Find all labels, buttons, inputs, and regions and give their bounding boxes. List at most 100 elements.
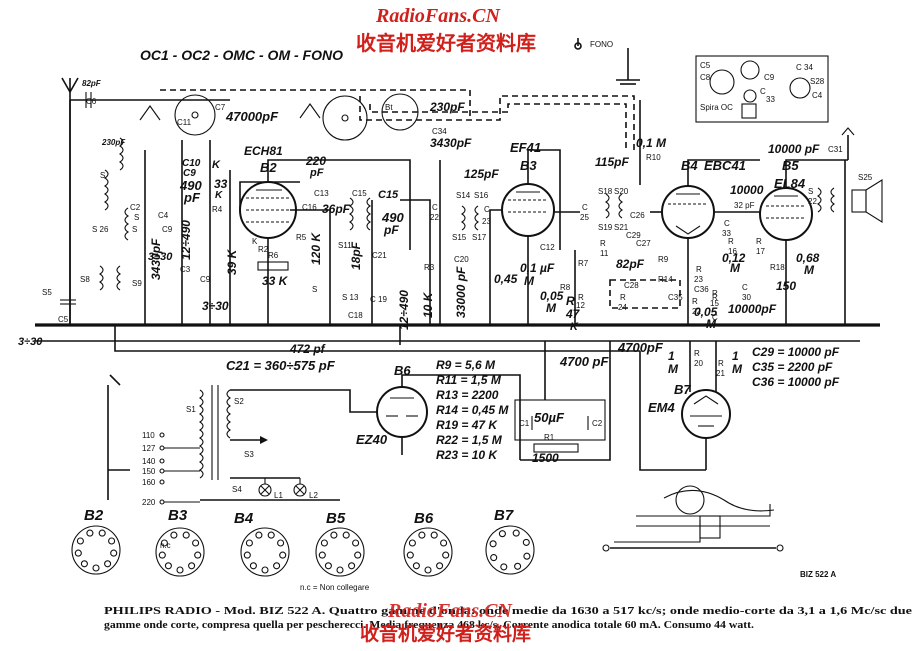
- socket-b6: [403, 527, 453, 577]
- svg-text:S5: S5: [42, 288, 52, 297]
- tap-160: 160: [142, 478, 156, 487]
- socket-pin: [324, 562, 332, 570]
- svg-text:R: R: [712, 293, 718, 302]
- svg-text:S9: S9: [132, 279, 142, 288]
- socket-pin: [194, 551, 202, 559]
- cap-c2: C2: [592, 419, 603, 428]
- svg-text:C3: C3: [180, 265, 191, 274]
- svg-text:1: 1: [732, 349, 739, 363]
- svg-text:S 26: S 26: [92, 225, 109, 234]
- socket-pin: [336, 566, 344, 574]
- svg-text:C15: C15: [352, 189, 367, 198]
- detector-section: 115pF S18 S20 C 25 S19 S21 C26 0,1 M R10…: [576, 136, 719, 331]
- socket-pin: [279, 551, 287, 559]
- svg-text:S: S: [132, 225, 137, 234]
- svg-text:R: R: [718, 359, 724, 368]
- socket-pin: [412, 562, 420, 570]
- svg-text:C6: C6: [86, 97, 97, 106]
- c21-note: C21 = 360÷575 pF: [226, 358, 336, 373]
- svg-text:0,1 µF: 0,1 µF: [520, 261, 555, 275]
- svg-text:10000: 10000: [730, 183, 764, 197]
- svg-text:C: C: [432, 203, 438, 212]
- svg-text:C12: C12: [540, 243, 555, 252]
- svg-text:C5: C5: [700, 61, 711, 70]
- socket-pin: [92, 564, 100, 572]
- socket-pin: [440, 539, 448, 547]
- svg-text:3÷30: 3÷30: [148, 251, 173, 263]
- svg-text:K: K: [570, 321, 579, 333]
- svg-text:11: 11: [600, 249, 609, 258]
- svg-text:S28: S28: [810, 77, 825, 86]
- svg-text:R: R: [756, 237, 762, 246]
- svg-text:17: 17: [756, 247, 765, 256]
- svg-text:M: M: [524, 274, 535, 288]
- wave-switch-top: C7 C11 Bt: [139, 89, 471, 141]
- svg-text:S14: S14: [456, 191, 471, 200]
- svg-text:S: S: [312, 285, 317, 294]
- socket-pin: [522, 538, 530, 546]
- output-section: 10000 pF C31 10000 32 pF C 33 R 16 0,12 …: [712, 127, 883, 322]
- tap-110: 110: [142, 431, 155, 440]
- socket-pin: [182, 531, 190, 539]
- svg-text:47: 47: [565, 307, 581, 321]
- svg-text:50µF: 50µF: [534, 410, 565, 425]
- tube-b6: [376, 386, 428, 438]
- socket-pin: [188, 562, 196, 570]
- svg-text:C16: C16: [302, 203, 317, 212]
- svg-text:C18: C18: [348, 311, 363, 320]
- svg-text:K: K: [215, 190, 223, 201]
- socket-label-b2: B2: [84, 507, 104, 524]
- svg-text:C2: C2: [130, 203, 141, 212]
- switch-s4: S4: [232, 485, 242, 494]
- svg-text:R: R: [578, 293, 584, 302]
- resistor-table: R9 = 5,6 M R11 = 1,5 M R13 = 2200 R14 = …: [436, 358, 509, 462]
- svg-text:C: C: [712, 313, 718, 322]
- socket-pin: [512, 529, 520, 537]
- socket-pin: [320, 539, 328, 547]
- res-r1: R1: [544, 433, 555, 442]
- cap-row-2: C36 = 10000 pF: [752, 375, 840, 389]
- svg-text:C27: C27: [636, 239, 651, 248]
- svg-text:S15: S15: [452, 233, 467, 242]
- svg-text:32 pF: 32 pF: [734, 201, 755, 210]
- socket-pin: [104, 560, 112, 568]
- svg-text:C: C: [484, 205, 490, 214]
- svg-text:4700pF: 4700pF: [617, 340, 664, 355]
- svg-text:C4: C4: [158, 211, 169, 220]
- tube-b7: [681, 389, 731, 439]
- svg-text:R7: R7: [578, 259, 589, 268]
- svg-text:36pF: 36pF: [322, 202, 351, 216]
- socket-pin: [354, 551, 362, 559]
- svg-text:C28: C28: [624, 281, 639, 290]
- svg-text:S25: S25: [858, 173, 873, 182]
- svg-text:S 13: S 13: [342, 293, 359, 302]
- socket-pin: [406, 551, 414, 559]
- svg-text:23: 23: [694, 275, 703, 284]
- svg-text:220: 220: [305, 154, 326, 168]
- svg-text:82pF: 82pF: [616, 257, 645, 271]
- svg-text:20: 20: [694, 359, 703, 368]
- svg-text:M: M: [804, 263, 815, 277]
- svg-text:30: 30: [742, 293, 751, 302]
- tube-type-b2: ECH81: [244, 144, 283, 158]
- socket-label-b5: B5: [326, 510, 346, 527]
- socket-pin: [273, 562, 281, 570]
- socket-pin: [342, 531, 350, 539]
- cap-47000pf: 47000pF: [225, 109, 279, 124]
- svg-text:S21: S21: [614, 223, 629, 232]
- svg-text:C11: C11: [177, 118, 192, 127]
- svg-text:Bt: Bt: [385, 103, 393, 112]
- svg-text:C7: C7: [215, 103, 226, 112]
- svg-text:C13: C13: [314, 189, 329, 198]
- tube-sockets: B2 B3 B4 B5 B6 B7 n.c n.c = Non collegar…: [71, 507, 535, 592]
- socket-note-legend: n.c = Non collegare: [300, 583, 370, 592]
- res-row-1: R11 = 1,5 M: [436, 373, 502, 387]
- socket-pin: [110, 549, 118, 557]
- svg-text:39 K: 39 K: [225, 248, 239, 275]
- socket-b2: [71, 525, 121, 575]
- socket-pin: [490, 554, 498, 562]
- svg-text:R10: R10: [646, 153, 661, 162]
- svg-text:R: R: [566, 294, 575, 308]
- lamp-l1: L1: [274, 491, 283, 500]
- svg-text:M: M: [732, 362, 743, 376]
